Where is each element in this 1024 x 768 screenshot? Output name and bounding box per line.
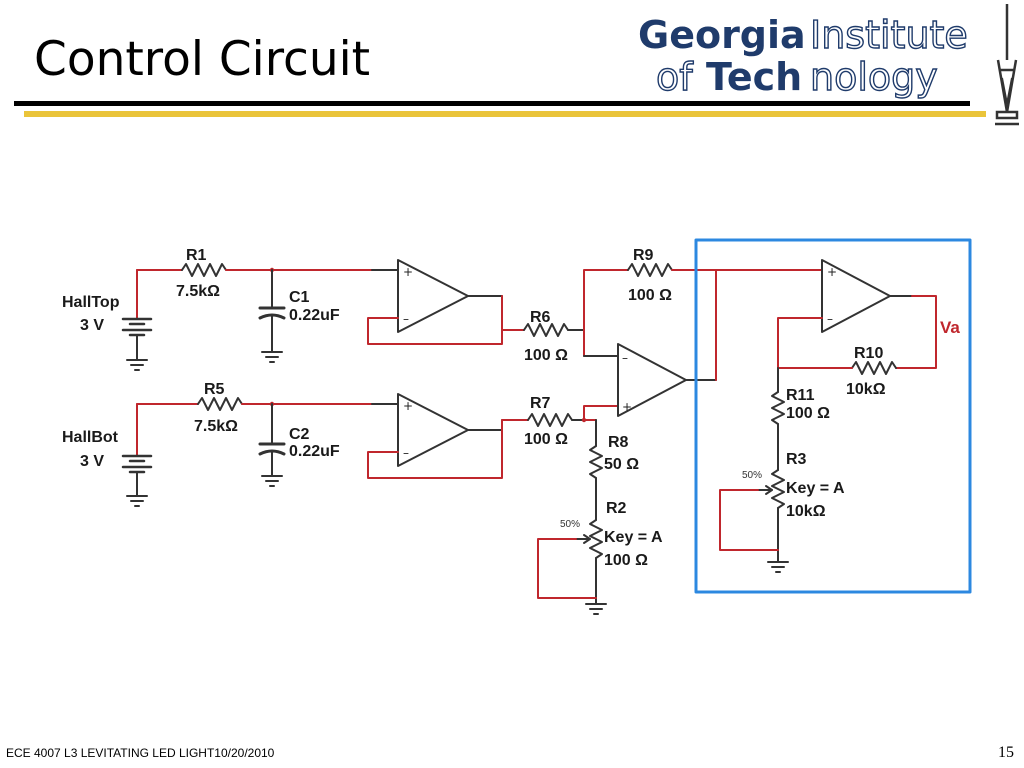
c2-name-label: C2: [289, 426, 310, 443]
va-output-label: Va: [940, 318, 960, 337]
opamp-u1: [397, 259, 469, 333]
r8-value-label: 50 Ω: [604, 456, 639, 473]
r3-potentiometer: [719, 469, 789, 573]
r11-value-label: 100 Ω: [786, 405, 830, 422]
r10-value-label: 10kΩ: [846, 381, 886, 398]
r7-resistor: [527, 413, 573, 427]
u2-plus-marker: +: [403, 399, 413, 413]
footer-course-info: ECE 4007 L3 LEVITATING LED LIGHT10/20/20…: [6, 746, 275, 760]
r11-name-label: R11: [786, 387, 815, 404]
halltop-value-label: 3 V: [80, 317, 104, 334]
r1-resistor: [181, 263, 227, 277]
opamp-u2: [397, 393, 469, 467]
output-stage-highlight-box: [694, 238, 972, 594]
logo-of-text: of: [656, 55, 694, 99]
r1-name-label: R1: [186, 247, 207, 264]
r2-value-label: 100 Ω: [604, 552, 648, 569]
logo-tech-text: Tech: [706, 55, 802, 99]
r8-name-label: R8: [608, 434, 629, 451]
r3-name-label: R3: [786, 451, 807, 468]
r3-value-label: 10kΩ: [786, 503, 826, 520]
r5-name-label: R5: [204, 381, 225, 398]
page-number: 15: [998, 744, 1014, 761]
r3-key-label: Key = A: [786, 480, 845, 497]
u3-minus-marker: –: [622, 351, 628, 365]
r6-resistor: [523, 323, 569, 337]
logo-georgia-text: Georgia: [638, 13, 806, 57]
slide-title: Control Circuit: [34, 32, 371, 87]
r7-value-label: 100 Ω: [524, 431, 568, 448]
halltop-source: [121, 269, 153, 371]
r9-name-label: R9: [633, 247, 654, 264]
opamp-u3: [617, 343, 687, 417]
title-underline-gold: [24, 111, 986, 117]
u1-plus-marker: +: [403, 265, 413, 279]
c1-capacitor: [258, 269, 286, 363]
tech-tower-emblem-icon: [995, 4, 1019, 126]
r10-name-label: R10: [854, 345, 883, 362]
u2-minus-marker: –: [403, 446, 409, 460]
hallbot-name-label: HallBot: [62, 429, 119, 446]
r5-resistor: [197, 397, 243, 411]
r1-value-label: 7.5kΩ: [176, 283, 220, 300]
u4-minus-marker: –: [827, 312, 833, 326]
c2-capacitor: [258, 403, 286, 487]
r8-resistor: [589, 445, 603, 479]
hallbot-source: [121, 403, 153, 507]
c1-value-label: 0.22uF: [289, 307, 340, 324]
r9-value-label: 100 Ω: [628, 287, 672, 304]
title-underline-black: [14, 101, 970, 106]
c1-name-label: C1: [289, 289, 310, 306]
hallbot-value-label: 3 V: [80, 453, 104, 470]
u3-plus-marker: +: [622, 400, 632, 414]
r11-resistor: [771, 391, 785, 425]
r2-potentiometer: [537, 519, 607, 615]
u1-minus-marker: –: [403, 312, 409, 326]
r3-percent-label: 50%: [742, 470, 762, 481]
r7-name-label: R7: [530, 395, 551, 412]
r9-resistor: [627, 263, 673, 277]
opamp-u4: [821, 259, 891, 333]
r5-value-label: 7.5kΩ: [194, 418, 238, 435]
u4-plus-marker: +: [827, 265, 837, 279]
georgia-tech-logo: Georgia Institute of Tech nology: [632, 8, 994, 100]
r2-key-label: Key = A: [604, 529, 663, 546]
r6-value-label: 100 Ω: [524, 347, 568, 364]
c2-value-label: 0.22uF: [289, 443, 340, 460]
logo-institute-text: Institute: [810, 13, 968, 57]
logo-nology-text: nology: [810, 55, 938, 99]
halltop-name-label: HallTop: [62, 294, 120, 311]
r2-percent-label: 50%: [560, 519, 580, 530]
r6-name-label: R6: [530, 309, 551, 326]
r10-resistor: [851, 361, 897, 375]
r2-name-label: R2: [606, 500, 627, 517]
